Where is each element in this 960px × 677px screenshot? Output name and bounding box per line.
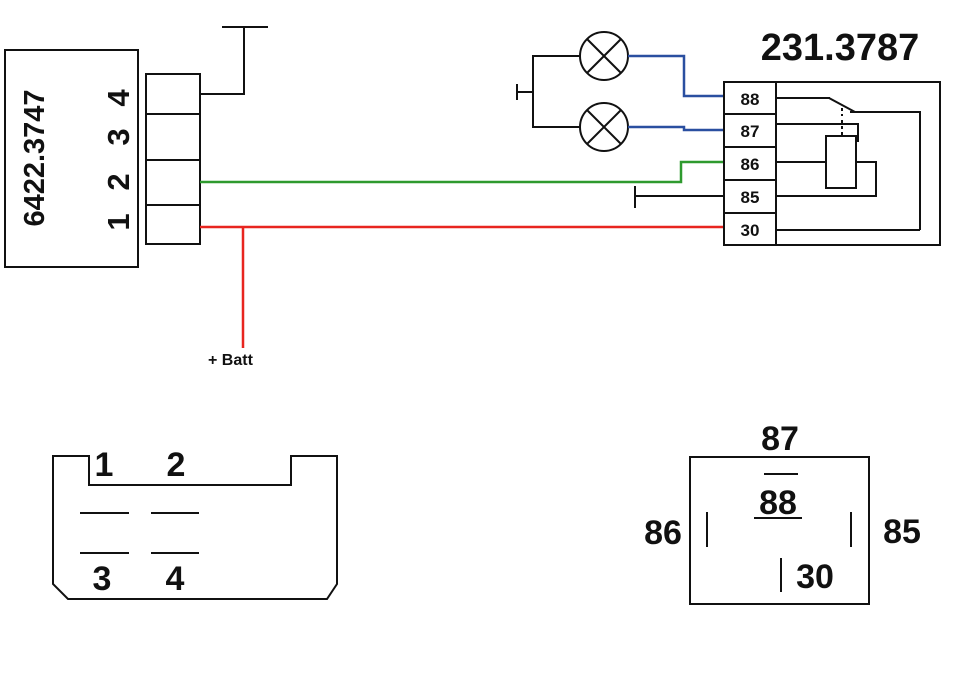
relay-face-85: 85 bbox=[883, 513, 921, 551]
switch-face-view: 1 2 3 4 bbox=[52, 446, 338, 600]
switch-pin-label-2: 2 bbox=[101, 173, 136, 190]
face-pin-1: 1 bbox=[95, 446, 114, 484]
relay-face-88: 88 bbox=[759, 484, 797, 522]
switch-connector bbox=[145, 73, 201, 245]
relay-face-30: 30 bbox=[796, 558, 834, 596]
switch-pin-label-4: 4 bbox=[101, 89, 136, 107]
face-pin-3: 3 bbox=[93, 560, 112, 598]
relay-contact-arm bbox=[828, 97, 856, 113]
lamp-2 bbox=[579, 102, 629, 152]
lamp-1 bbox=[579, 31, 629, 81]
relay-part-number: 231.3787 bbox=[761, 27, 920, 69]
switch-ground-wire bbox=[200, 26, 268, 95]
relay-coil bbox=[825, 135, 857, 189]
relay-terminal-30: 30 bbox=[741, 221, 760, 240]
face-pin-2: 2 bbox=[167, 446, 186, 484]
green-wire bbox=[200, 160, 724, 184]
switch-pin-label-3: 3 bbox=[101, 128, 136, 145]
lamp-circuit bbox=[516, 31, 724, 152]
relay-face-view: 87 88 86 85 30 bbox=[644, 420, 921, 605]
relay-terminal-88: 88 bbox=[741, 90, 760, 109]
switch-part-number: 6422.3747 bbox=[19, 89, 51, 226]
switch-6422-3747: 6422.3747 4 3 2 1 bbox=[4, 49, 201, 268]
relay-face-87: 87 bbox=[761, 420, 799, 458]
battery-label: + Batt bbox=[208, 352, 254, 369]
relay-terminal-block bbox=[723, 81, 777, 246]
relay-internal-wiring bbox=[776, 97, 921, 231]
blue-wire-87 bbox=[628, 125, 724, 132]
switch-pin-label-1: 1 bbox=[101, 213, 136, 230]
relay-terminal-85: 85 bbox=[741, 188, 760, 207]
face-pin-4: 4 bbox=[166, 560, 185, 598]
relay-85-ground bbox=[634, 186, 724, 208]
blue-wire-88 bbox=[628, 54, 724, 98]
relay-terminal-87: 87 bbox=[741, 122, 760, 141]
switch-body bbox=[4, 49, 139, 268]
relay-terminal-86: 86 bbox=[741, 155, 760, 174]
relay-face-86: 86 bbox=[644, 514, 682, 552]
relay-231-3787: 231.3787 88 87 86 85 30 bbox=[723, 27, 941, 246]
